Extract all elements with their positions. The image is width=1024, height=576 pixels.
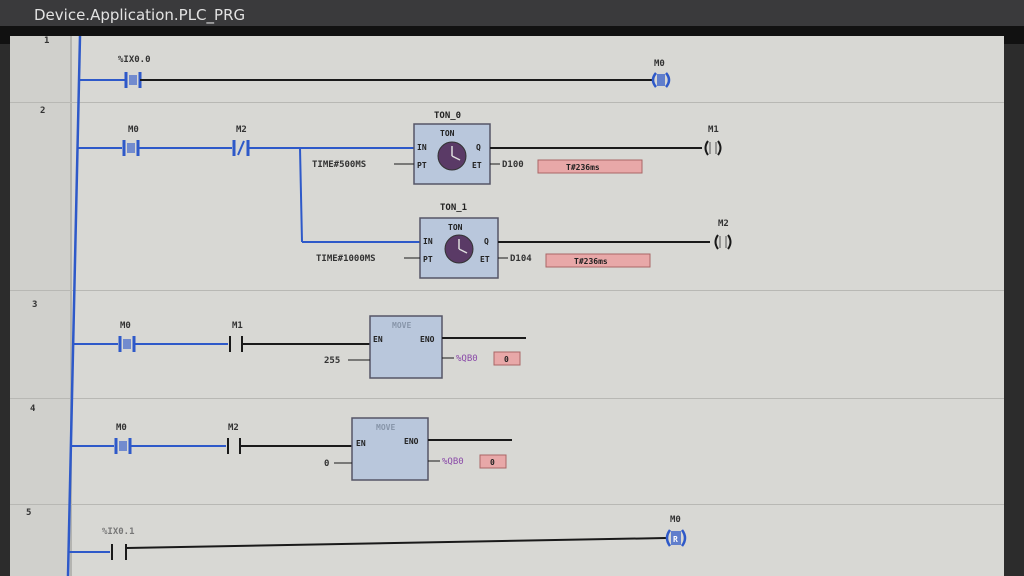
block-type: TON <box>448 223 463 232</box>
pin-in: IN <box>423 237 433 246</box>
rung-separator <box>10 504 1004 505</box>
contact-m0[interactable] <box>122 140 140 156</box>
rung-number: 5 <box>26 508 32 518</box>
contact-m0[interactable] <box>114 438 132 454</box>
pin-q: Q <box>484 237 489 246</box>
pt-value: TIME#1000MS <box>316 254 376 264</box>
pin-eno: ENO <box>404 437 419 446</box>
svg-text:0: 0 <box>490 458 495 467</box>
contact-m0[interactable] <box>118 336 136 352</box>
contact-m2-negated[interactable] <box>232 140 250 156</box>
et-variable: D104 <box>510 254 532 264</box>
output-monitor-value: 0 <box>479 454 507 469</box>
rung-number: 2 <box>40 106 46 116</box>
reset-coil-m0[interactable]: R <box>665 529 687 547</box>
rung-separator <box>10 102 1004 103</box>
coil-label: M0 <box>670 515 681 525</box>
rung-number: 1 <box>44 36 50 46</box>
contact-ix0-1[interactable] <box>111 544 127 560</box>
et-variable: D100 <box>502 160 524 170</box>
block-type: MOVE <box>376 423 395 432</box>
contact-label: M2 <box>228 423 239 433</box>
coil-reset-mark: R <box>673 535 678 544</box>
ton-0-block[interactable]: TON IN PT Q ET <box>413 123 491 185</box>
contact-label: M0 <box>116 423 127 433</box>
rung-5: %IX0.1 M0 R <box>68 515 687 560</box>
coil-m0[interactable] <box>651 72 671 88</box>
rung-1: %IX0.0 M0 <box>79 55 671 88</box>
editor-title: Device.Application.PLC_PRG <box>34 6 246 24</box>
rung-number: 3 <box>32 300 38 310</box>
rung-4: M0 M2 MOVE EN ENO 0 %QB0 <box>70 417 512 481</box>
coil-m2[interactable] <box>714 234 732 250</box>
svg-text:T#236ms: T#236ms <box>574 257 608 266</box>
pin-et: ET <box>472 161 482 170</box>
pin-in: IN <box>417 143 427 152</box>
coil-m1[interactable] <box>704 140 722 156</box>
rung-separator <box>10 290 1004 291</box>
pin-en: EN <box>373 335 383 344</box>
coil-label: M1 <box>708 125 719 135</box>
svg-text:0: 0 <box>504 355 509 364</box>
move-output: %QB0 <box>442 457 464 467</box>
rung-number: 4 <box>30 404 36 414</box>
pin-en: EN <box>356 439 366 448</box>
rung-2: M0 M2 TON_0 TON IN PT <box>78 111 732 279</box>
et-monitor-value: T#236ms <box>545 253 651 268</box>
block-type: TON <box>440 129 455 138</box>
move-input: 255 <box>324 356 340 366</box>
contact-label: %IX0.1 <box>102 527 135 537</box>
contact-label: M0 <box>120 321 131 331</box>
pt-value: TIME#500MS <box>312 160 366 170</box>
contact-label: M2 <box>236 125 247 135</box>
pin-eno: ENO <box>420 335 435 344</box>
rung-3: M0 M1 MOVE EN ENO 255 %QB0 <box>72 315 526 379</box>
power-rail <box>66 36 82 576</box>
pin-q: Q <box>476 143 481 152</box>
coil-label: M0 <box>654 59 665 69</box>
ladder-editor[interactable]: 1 2 3 4 5 %IX0.0 M0 <box>10 36 1004 576</box>
block-type: MOVE <box>392 321 411 330</box>
output-monitor-value: 0 <box>493 351 521 366</box>
rung-number-gutter <box>10 36 72 576</box>
contact-label: %IX0.0 <box>118 55 151 65</box>
contact-m1[interactable] <box>229 336 243 352</box>
pin-et: ET <box>480 255 490 264</box>
coil-label: M2 <box>718 219 729 229</box>
rung-separator <box>10 398 1004 399</box>
ladder-diagram: %IX0.0 M0 M0 M2 <box>66 36 732 576</box>
move-block[interactable]: MOVE EN ENO <box>369 315 443 379</box>
contact-label: M1 <box>232 321 243 331</box>
move-block[interactable]: MOVE EN ENO <box>351 417 429 481</box>
et-monitor-value: T#236ms <box>537 159 643 174</box>
contact-m2[interactable] <box>227 438 241 454</box>
ton-1-block[interactable]: TON IN PT Q ET <box>419 217 499 279</box>
timer-instance: TON_0 <box>434 111 461 121</box>
timer-instance: TON_1 <box>440 203 467 213</box>
contact-label: M0 <box>128 125 139 135</box>
move-output: %QB0 <box>456 354 478 364</box>
move-input: 0 <box>324 459 329 469</box>
pin-pt: PT <box>423 255 433 264</box>
svg-text:T#236ms: T#236ms <box>566 163 600 172</box>
pin-pt: PT <box>417 161 427 170</box>
